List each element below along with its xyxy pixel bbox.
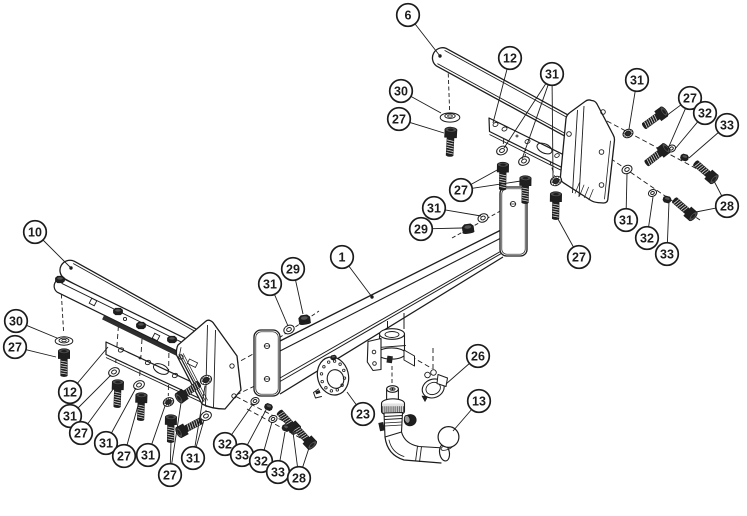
svg-text:27: 27	[392, 112, 406, 126]
svg-text:28: 28	[292, 471, 306, 485]
svg-text:27: 27	[454, 183, 468, 197]
svg-text:12: 12	[503, 51, 517, 65]
svg-text:32: 32	[640, 231, 654, 245]
svg-text:31: 31	[619, 213, 633, 227]
svg-text:13: 13	[472, 394, 486, 408]
svg-text:12: 12	[63, 385, 77, 399]
svg-text:26: 26	[471, 349, 485, 363]
svg-text:31: 31	[630, 73, 644, 87]
svg-text:29: 29	[286, 262, 300, 276]
svg-text:30: 30	[9, 314, 23, 328]
svg-text:27: 27	[74, 426, 88, 440]
svg-text:31: 31	[63, 409, 77, 423]
svg-text:10: 10	[28, 225, 42, 239]
svg-text:31: 31	[186, 451, 200, 465]
svg-text:33: 33	[720, 118, 734, 132]
svg-text:33: 33	[660, 247, 674, 261]
svg-text:27: 27	[117, 449, 131, 463]
svg-text:6: 6	[405, 8, 412, 22]
svg-text:23: 23	[356, 407, 370, 421]
svg-text:30: 30	[394, 84, 408, 98]
svg-text:31: 31	[141, 448, 155, 462]
svg-text:27: 27	[572, 250, 586, 264]
svg-text:33: 33	[235, 448, 249, 462]
svg-text:28: 28	[720, 199, 734, 213]
svg-text:27: 27	[163, 468, 177, 482]
svg-text:31: 31	[99, 436, 113, 450]
svg-text:31: 31	[263, 277, 277, 291]
svg-text:27: 27	[8, 340, 22, 354]
svg-text:32: 32	[218, 437, 232, 451]
svg-text:33: 33	[271, 465, 285, 479]
svg-text:32: 32	[698, 106, 712, 120]
svg-text:31: 31	[427, 201, 441, 215]
svg-text:27: 27	[683, 91, 697, 105]
svg-text:32: 32	[254, 454, 268, 468]
svg-text:31: 31	[545, 67, 559, 81]
svg-text:29: 29	[414, 222, 428, 236]
svg-text:1: 1	[339, 250, 346, 264]
